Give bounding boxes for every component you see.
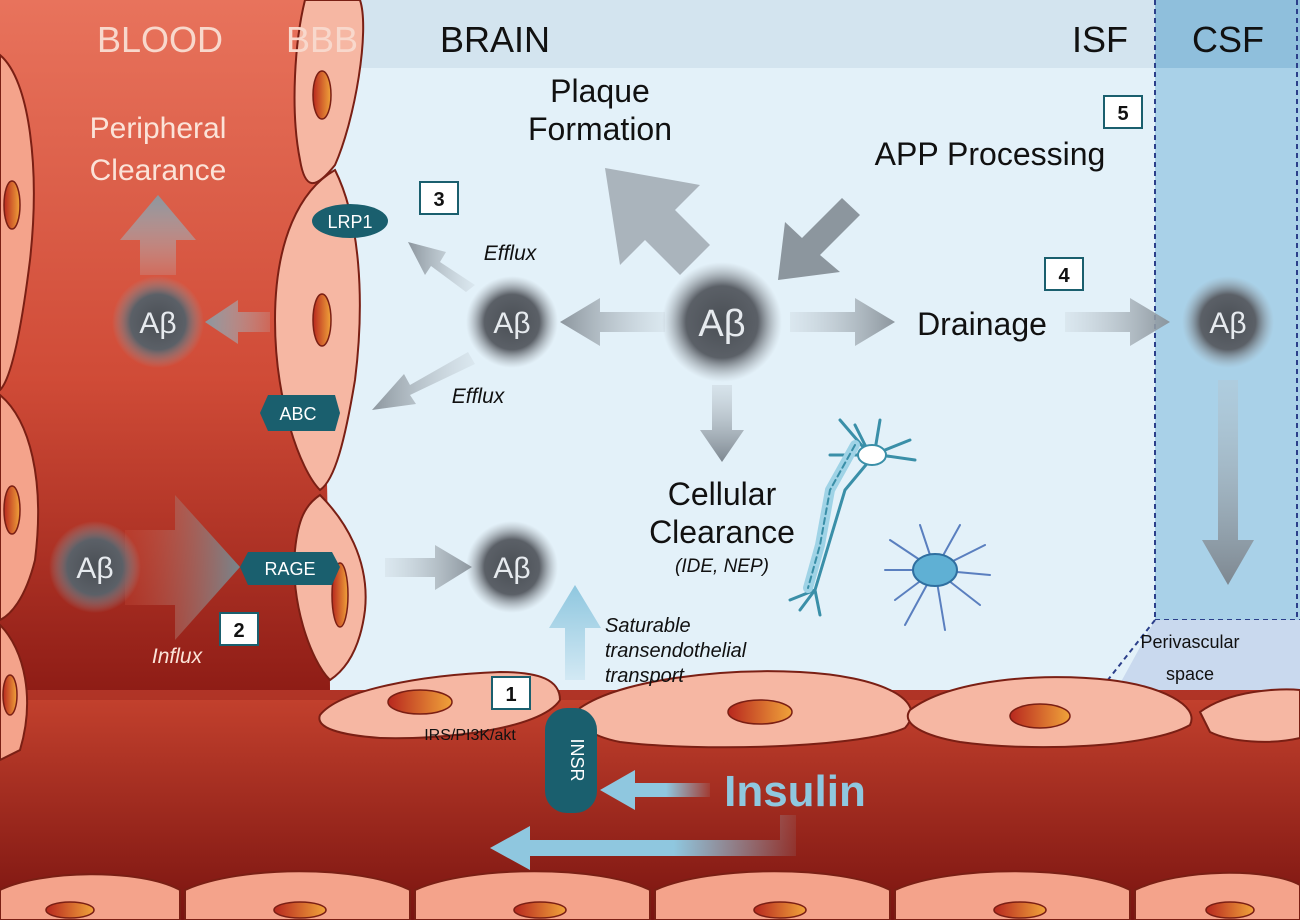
- insulin-to-insr-arrow: [600, 770, 710, 810]
- transport-label-line1: Saturable: [605, 615, 691, 637]
- receptor-lrp1: LRP1: [312, 204, 388, 238]
- abeta-csf: Aβ: [1182, 276, 1274, 368]
- neuron-illustration: [788, 418, 917, 617]
- step-4-box: 4: [1044, 257, 1084, 291]
- irs-label: IRS/PI3K/akt: [424, 727, 516, 744]
- center-to-drainage-arrow: [790, 298, 895, 346]
- transport-up-arrow: [549, 585, 601, 680]
- cellular-label-line1: Cellular: [668, 476, 777, 512]
- perivascular-label-line1: Perivascular: [1140, 632, 1239, 652]
- peripheral-label-line1: Peripheral: [90, 112, 227, 145]
- efflux-lrp1-arrow: [408, 242, 475, 292]
- peripheral-up-arrow: [120, 195, 196, 275]
- abeta-label: Aβ: [76, 552, 113, 585]
- insulin-bypass-arrow: [490, 815, 796, 870]
- rage-label: RAGE: [264, 559, 315, 579]
- abeta-efflux: Aβ: [466, 276, 558, 368]
- astrocyte-illustration: [884, 524, 991, 631]
- insr-label: INSR: [567, 738, 587, 781]
- plaque-label-line2: Formation: [528, 111, 672, 147]
- app-processing-label: APP Processing: [875, 136, 1106, 172]
- bbb-to-blood-arrow: [205, 300, 270, 344]
- step-2-label: 2: [233, 620, 244, 642]
- insulin-label: Insulin: [724, 767, 866, 816]
- abeta-molecules: Aβ Aβ Aβ Aβ Aβ Aβ: [49, 262, 1274, 613]
- efflux-abc-arrow: [372, 352, 475, 410]
- receptor-rage: RAGE: [240, 552, 340, 585]
- abeta-label: Aβ: [1209, 307, 1246, 340]
- isf-header: ISF: [1072, 19, 1128, 60]
- app-processing-arrow: [778, 198, 860, 280]
- csf-header-label: CSF: [1192, 19, 1264, 60]
- peripheral-label-line2: Clearance: [90, 154, 227, 187]
- center-to-cellular-arrow: [700, 385, 744, 462]
- abeta-center: Aβ: [662, 262, 782, 382]
- step-boxes: 1 2 3 4 5: [219, 95, 1143, 710]
- abc-label: ABC: [279, 404, 316, 424]
- step-5-label: 5: [1117, 103, 1128, 125]
- step-3-label: 3: [433, 189, 444, 211]
- abeta-label: Aβ: [493, 552, 530, 585]
- drainage-to-csf-arrow: [1065, 298, 1170, 346]
- abeta-blood-periphery: Aβ: [112, 276, 204, 368]
- cellular-label-line2: Clearance: [649, 514, 795, 550]
- step-5-box: 5: [1103, 95, 1143, 129]
- step-1-box: 1: [491, 676, 531, 710]
- influx-arrow: [125, 495, 240, 640]
- step-4-label: 4: [1058, 265, 1070, 287]
- bottom-row-cells: [0, 870, 1300, 920]
- csf-down-arrow: [1202, 380, 1254, 585]
- abeta-label: Aβ: [493, 307, 530, 340]
- step-3-box: 3: [419, 181, 459, 215]
- center-to-efflux-arrow: [560, 298, 665, 346]
- abeta-influx-brain: Aβ: [466, 521, 558, 613]
- abeta-blood-influx: Aβ: [49, 521, 141, 613]
- influx-label: Influx: [152, 645, 204, 668]
- step-1-label: 1: [505, 684, 516, 706]
- efflux-bottom-label: Efflux: [452, 385, 506, 408]
- drainage-label: Drainage: [917, 306, 1047, 342]
- abeta-label: Aβ: [139, 307, 176, 340]
- insulin-arrows: [490, 585, 796, 870]
- bbb-header: BBB: [286, 19, 358, 60]
- abeta-label: Aβ: [698, 303, 745, 345]
- brain-header: BRAIN: [440, 19, 550, 60]
- perivascular-label-line2: space: [1166, 664, 1214, 684]
- lrp1-label: LRP1: [327, 212, 372, 232]
- efflux-top-label: Efflux: [484, 242, 538, 265]
- receptor-abc: ABC: [260, 395, 340, 431]
- transport-label-line2: transendothelial: [605, 640, 747, 662]
- plaque-formation-arrow: [605, 168, 710, 275]
- arrows: [120, 168, 1254, 640]
- receptor-insr: INSR: [545, 708, 597, 813]
- rage-to-abeta-arrow: [385, 545, 472, 590]
- cellular-label-line3: (IDE, NEP): [675, 556, 769, 577]
- plaque-label-line1: Plaque: [550, 73, 650, 109]
- transport-label-line3: transport: [605, 665, 685, 687]
- csf-header: [1155, 0, 1300, 68]
- blood-header: BLOOD: [97, 19, 223, 60]
- step-2-box: 2: [219, 612, 259, 646]
